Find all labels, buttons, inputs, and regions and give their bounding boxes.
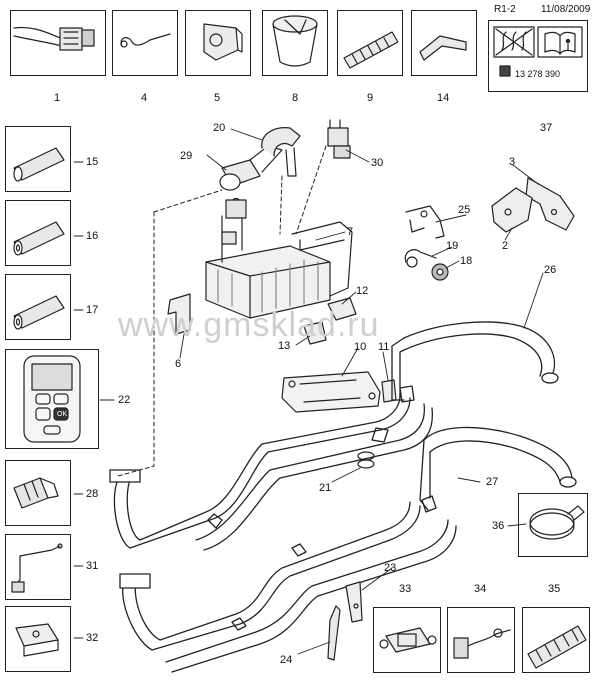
dashed-guides: [117, 145, 327, 477]
watermark: www.gmsklad.ru: [118, 306, 380, 344]
connector-wires-icon: [13, 26, 95, 51]
label-33: 33: [399, 583, 412, 595]
bracket-7: [291, 221, 353, 297]
control-unit-10: [281, 371, 381, 413]
pipe-24: [327, 605, 341, 661]
label-29: 29: [180, 150, 193, 162]
label-7: 7: [347, 226, 354, 238]
label-30: 30: [371, 157, 384, 169]
grommet-18: [431, 263, 449, 281]
label-10: 10: [354, 341, 367, 353]
label-20: 20: [213, 122, 226, 134]
label-27: 27: [486, 476, 499, 488]
relay-33-icon: [379, 627, 437, 653]
clamps-21: [357, 451, 375, 469]
leader-lines: [73, 128, 544, 655]
sensor-plug-34-icon: [453, 628, 511, 659]
sensor-31-icon: [11, 543, 63, 593]
hose-15-icon: [13, 147, 65, 182]
heater-unit: [205, 197, 331, 319]
connector-30: [327, 119, 351, 159]
part-box-5: [185, 10, 251, 76]
bent-hose-icon: [419, 35, 467, 61]
label-13: 13: [278, 340, 291, 352]
label-26: 26: [544, 264, 557, 276]
corrugated-sleeve-icon: [343, 31, 399, 69]
label-2: 2: [502, 240, 509, 252]
label-32: 32: [86, 632, 99, 644]
hose-20: [261, 127, 301, 177]
bracket-12: [327, 297, 357, 321]
label-14: 14: [437, 92, 450, 104]
clip-13: [303, 321, 327, 345]
hose-clamp-36-icon: [529, 505, 585, 540]
label-35: 35: [548, 583, 561, 595]
grommet-icon: [203, 23, 243, 61]
label-15: 15: [86, 156, 99, 168]
label-31: 31: [86, 560, 99, 572]
wire-clip-icon: [120, 33, 171, 48]
label-1: 1: [54, 92, 61, 104]
label-24: 24: [280, 654, 293, 666]
clamp-19: [404, 249, 437, 268]
bracket-3: [525, 177, 575, 231]
label-4: 4: [141, 92, 148, 104]
label-8: 8: [292, 92, 299, 104]
main-hoses: [109, 385, 457, 673]
part-number: 13 278 390: [515, 69, 561, 79]
diagram-date: 11/08/2009: [541, 4, 591, 15]
hose-27: [419, 426, 577, 511]
bracket-2: [491, 187, 533, 233]
label-6: 6: [175, 358, 182, 370]
bracket-6: [167, 293, 191, 335]
label-21: 21: [319, 482, 332, 494]
bracket-32-icon: [15, 623, 59, 657]
label-16: 16: [86, 230, 99, 242]
label-5: 5: [214, 92, 221, 104]
label-37: 37: [540, 122, 553, 134]
label-23: 23: [384, 562, 397, 574]
warning-labels-icon: [493, 26, 583, 77]
bracket-25: [405, 205, 445, 239]
label-12: 12: [356, 285, 369, 297]
mount-cup-icon: [272, 15, 318, 67]
page-code: R1-2: [494, 4, 516, 15]
label-36: 36: [492, 520, 505, 532]
hose-17-icon: [13, 295, 65, 330]
sleeve-35-icon: [527, 625, 587, 669]
label-17: 17: [86, 304, 99, 316]
bracket-23: [345, 581, 363, 623]
label-28: 28: [86, 488, 99, 500]
label-34: 34: [474, 583, 487, 595]
label-22: 22: [118, 394, 131, 406]
label-11: 11: [378, 341, 390, 353]
hose-16-icon: [13, 221, 65, 256]
remote-control-icon: [23, 355, 81, 443]
remote-ok-label: OK: [57, 411, 68, 418]
label-9: 9: [367, 92, 374, 104]
label-18: 18: [460, 255, 473, 267]
clip-11: [381, 379, 397, 403]
label-25: 25: [458, 204, 471, 216]
label-19: 19: [446, 240, 459, 252]
label-3: 3: [509, 156, 516, 168]
hose-26: [391, 321, 559, 401]
connector-28-icon: [13, 477, 59, 509]
